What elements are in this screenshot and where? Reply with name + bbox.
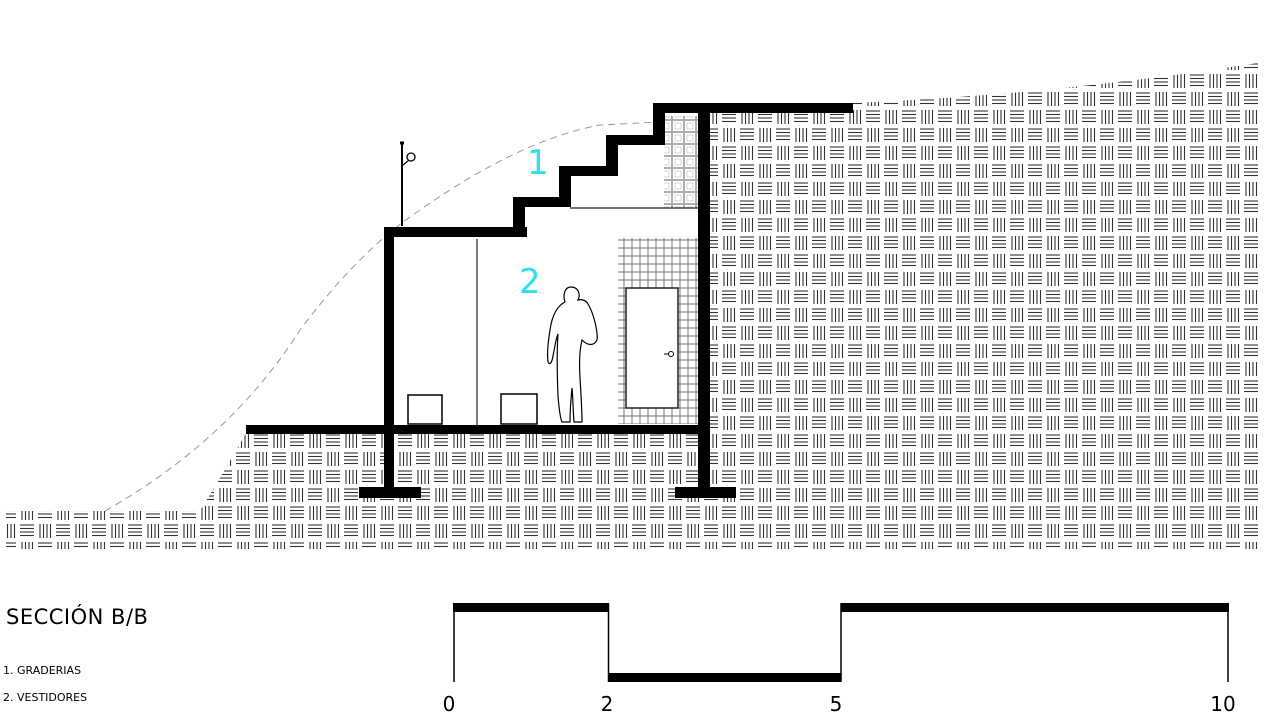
terrain-hatch [6,63,1258,549]
light-arm [401,159,410,167]
scale-bar [453,603,1229,682]
bench-1 [407,394,443,425]
light-fixture-icon [406,152,416,162]
glass-block-wall [664,116,700,208]
structure [246,103,853,498]
scale-tick-0: 0 [443,692,456,716]
scale-tick-10: 10 [1210,692,1235,716]
zone-label-1: 1 [527,143,549,183]
zone-label-2: 2 [519,262,541,302]
human-figure-icon [547,286,598,423]
bench-2 [500,393,538,425]
natural-ground-line [104,121,661,512]
legend-item-vestidores: 2. VESTIDORES [3,691,88,704]
legend-item-graderias: 1. GRADERIAS [3,664,82,677]
scale-tick-2: 2 [601,692,614,716]
shower-door [625,287,679,409]
section-title: SECCIÓN B/B [6,605,149,629]
scale-tick-5: 5 [830,692,843,716]
door-handle-icon [668,351,674,357]
